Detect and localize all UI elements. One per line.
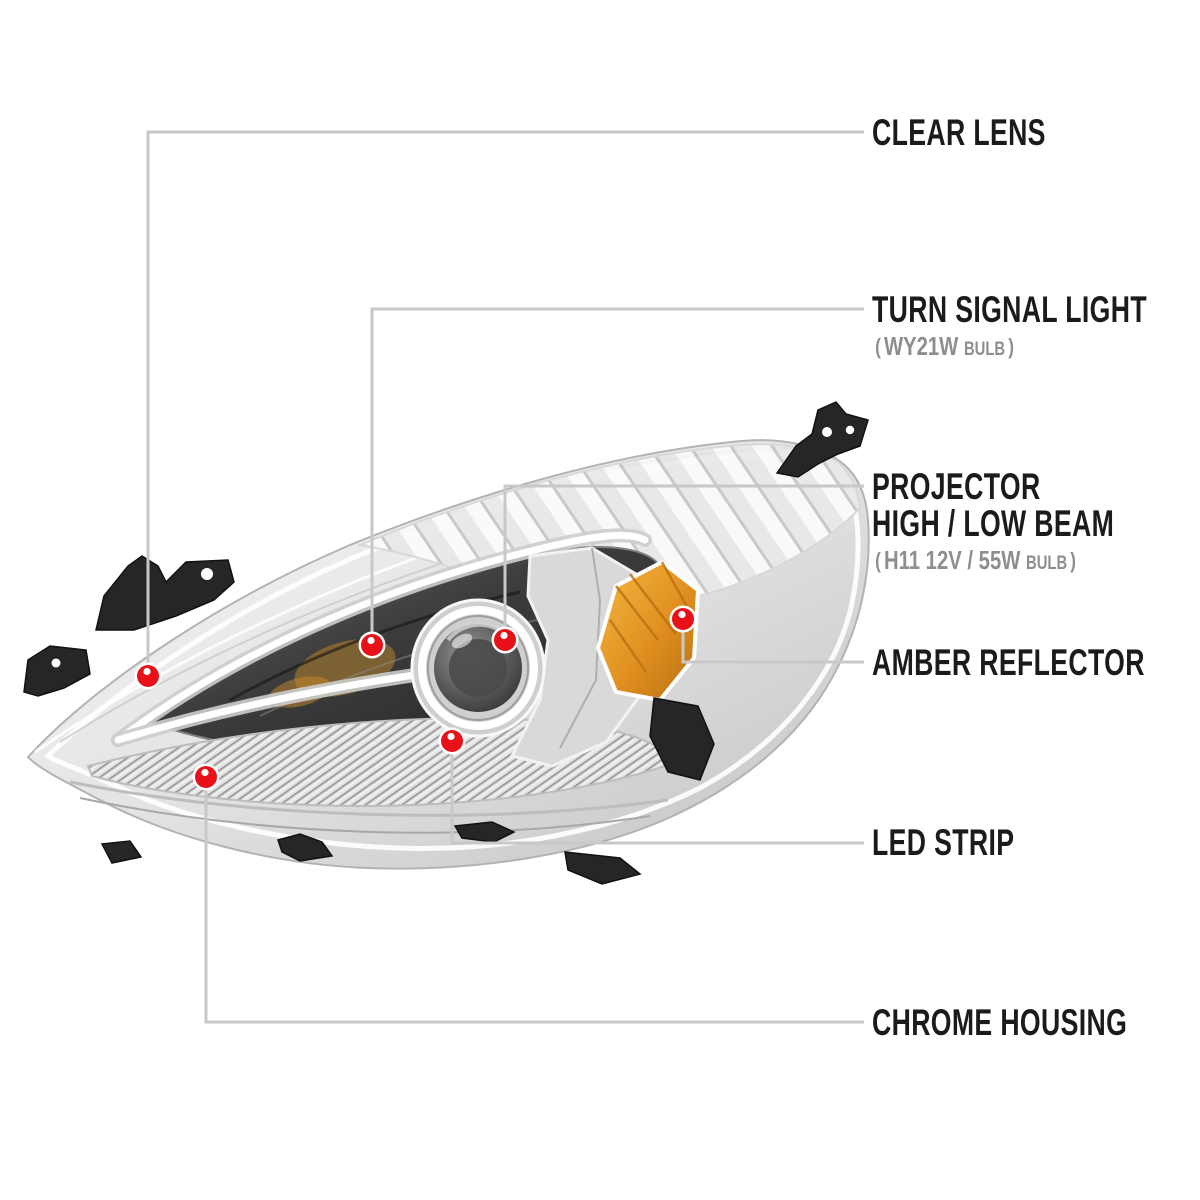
paren-open: ( [875,334,881,359]
mounting-tab-4 [100,840,143,864]
callout-title: CHROME HOUSING [872,1002,1128,1043]
callout-lines [146,130,864,1024]
bulb-spec: WY21W [883,331,959,361]
callout-title: LED STRIP [872,822,1015,863]
callout-line-projector [503,484,864,640]
callout-label-chrome-housing: CHROME HOUSING [872,1004,1200,1041]
bulb-word: BULB [963,339,1006,360]
callout-dot-projector [491,626,519,654]
callout-line-clear-lens [146,130,864,676]
callout-title: TURN SIGNAL LIGHT [872,289,1147,330]
callout-dot-chrome-housing [192,763,220,791]
callout-title: AMBER REFLECTOR [872,642,1145,683]
paren-open: ( [875,548,881,573]
callout-dot-amber-reflector [669,605,697,633]
mounting-bracket-bottom-right [649,697,715,781]
bulb-spec-line: (H11 12V / 55W BULB) [872,547,1134,577]
mounting-brackets [23,401,869,885]
callout-dot-led-strip [438,727,466,755]
callout-line-chrome-housing [204,777,864,1024]
callout-line-turn-signal-light [370,307,864,645]
mounting-tab-2 [453,821,516,843]
mounting-tab-1 [277,833,334,862]
bulb-spec: H11 12V / 55W [883,545,1021,575]
callout-title-line1: PROJECTOR [872,466,1041,507]
amber-reflector-shape [596,560,700,702]
bulb-spec-line: (WY21W BULB) [872,333,1170,363]
callout-title: CLEAR LENS [872,112,1046,153]
mounting-bracket-left [23,645,91,697]
bulb-word: BULB [1026,553,1068,574]
paren-close: ) [1008,334,1014,359]
callout-dot-turn-signal-light [358,631,386,659]
callout-dot-clear-lens [134,662,162,690]
callout-dots [134,605,697,791]
paren-close: ) [1070,548,1077,573]
callout-title-line2: HIGH / LOW BEAM [872,503,1115,544]
callout-label-projector: PROJECTOR HIGH / LOW BEAM (H11 12V / 55W… [872,468,1200,577]
callout-label-led-strip: LED STRIP [872,824,1070,861]
callout-label-turn-signal-light: TURN SIGNAL LIGHT (WY21W BULB) [872,291,1200,363]
mounting-bracket-top-left [95,555,235,631]
callout-line-amber-reflector [681,619,864,664]
callout-label-amber-reflector: AMBER REFLECTOR [872,644,1200,681]
mounting-bracket-top-right [775,401,869,478]
callout-line-led-strip [450,741,864,845]
mounting-tab-3 [564,851,642,885]
callout-label-clear-lens: CLEAR LENS [872,114,1113,151]
